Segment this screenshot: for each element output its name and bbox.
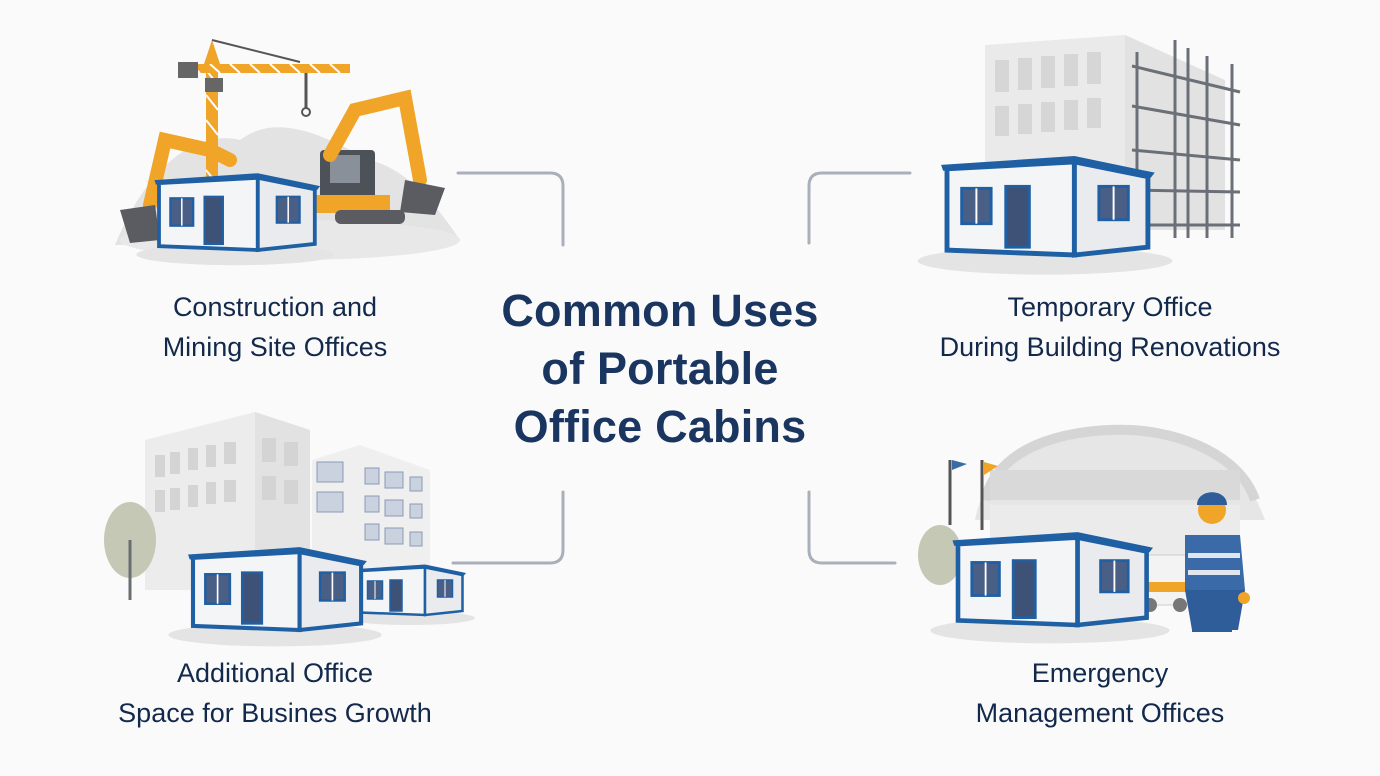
use-label-emergency: Emergency Management Offices	[920, 653, 1280, 733]
construction-illustration	[115, 39, 460, 268]
page-title: Common Uses of Portable Office Cabins	[440, 282, 880, 456]
title-line-2: of Portable	[541, 343, 779, 394]
excavator-left-icon	[120, 131, 237, 243]
use-label-construction: Construction and Mining Site Offices	[110, 287, 440, 367]
use-label-renovation: Temporary Office During Building Renovat…	[890, 287, 1330, 367]
emergency-illustration	[918, 424, 1265, 644]
flag-icon	[948, 460, 998, 530]
title-line-1: Common Uses	[501, 285, 819, 336]
label-line-2: Space for Busines Growth	[118, 698, 432, 728]
renovation-illustration	[918, 35, 1241, 275]
label-line-2: Mining Site Offices	[162, 332, 388, 362]
label-line-1: Temporary Office	[1007, 292, 1213, 322]
title-line-3: Office Cabins	[513, 401, 807, 452]
connector-top-right	[807, 171, 912, 245]
label-line-1: Emergency	[1031, 658, 1169, 688]
growth-illustration	[104, 412, 477, 646]
tree-icon	[104, 502, 156, 600]
label-line-1: Additional Office	[176, 658, 374, 688]
connector-bottom-left	[451, 490, 565, 565]
excavator-right-icon	[315, 89, 445, 224]
connector-lines	[451, 171, 912, 565]
label-line-2: Management Offices	[975, 698, 1225, 728]
connector-top-left	[456, 171, 565, 247]
label-line-1: Construction and	[172, 292, 378, 322]
connector-bottom-right	[807, 490, 897, 565]
use-label-growth: Additional Office Space for Busines Grow…	[70, 653, 480, 733]
label-line-2: During Building Renovations	[939, 332, 1281, 362]
worker-icon	[1185, 492, 1250, 632]
